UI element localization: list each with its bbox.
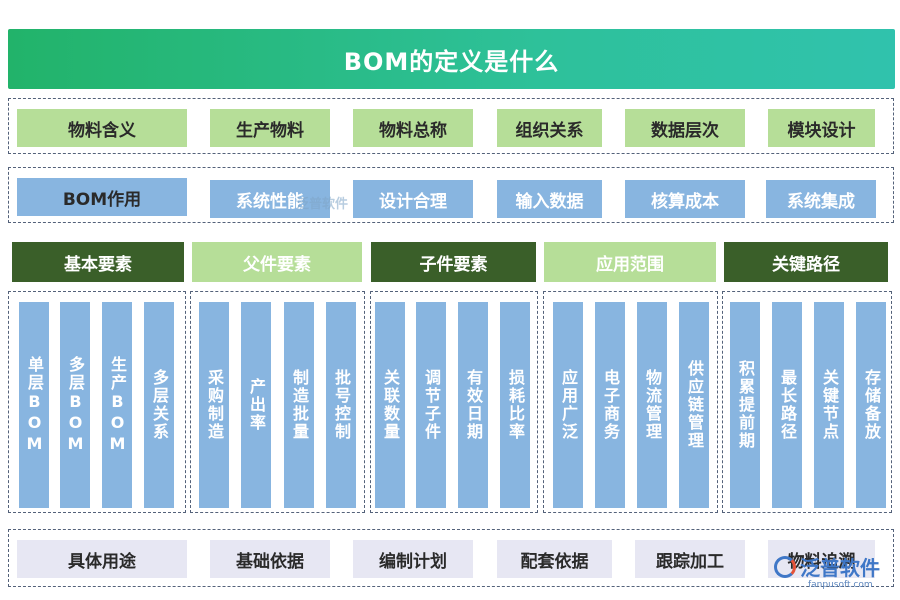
row2-item: 输入数据	[497, 180, 602, 218]
element-column: 生产BOM	[102, 302, 132, 508]
element-column: 供应链管理	[679, 302, 709, 508]
row5-item: 配套依据	[497, 540, 612, 578]
row5-head: 具体用途	[17, 540, 187, 578]
row5-item: 基础依据	[210, 540, 330, 578]
row2-item: 设计合理	[353, 180, 473, 218]
category-scope: 应用范围	[544, 242, 716, 282]
row2-item: 核算成本	[625, 180, 745, 218]
logo-icon	[774, 555, 796, 578]
row1-head: 物料含义	[17, 109, 187, 147]
group-parent	[190, 291, 365, 513]
element-column: 采购制造	[199, 302, 229, 508]
element-column: 物流管理	[637, 302, 667, 508]
group-child	[370, 291, 538, 513]
row-material-meaning	[8, 98, 894, 154]
element-column: 关键节点	[814, 302, 844, 508]
element-column: 产出率	[241, 302, 271, 508]
watermark-url: fanpusoft.com	[808, 580, 873, 590]
row5-item: 编制计划	[353, 540, 473, 578]
row1-item: 物料总称	[353, 109, 473, 147]
row2-item: 系统性能	[210, 180, 330, 218]
element-column: 单层BOM	[19, 302, 49, 508]
category-child: 子件要素	[371, 242, 536, 282]
row1-item: 数据层次	[625, 109, 745, 147]
element-column: 关联数量	[375, 302, 405, 508]
row5-item: 跟踪加工	[635, 540, 745, 578]
row2-item: 系统集成	[766, 180, 876, 218]
element-column: 有效日期	[458, 302, 488, 508]
element-column: 多层BOM	[60, 302, 90, 508]
category-parent: 父件要素	[192, 242, 362, 282]
group-key-path	[722, 291, 892, 513]
element-column: 应用广泛	[553, 302, 583, 508]
element-column: 批号控制	[326, 302, 356, 508]
row2-head: BOM作用	[17, 178, 187, 216]
row-bom-function	[8, 167, 894, 223]
category-key-path: 关键路径	[724, 242, 888, 282]
row-specific-use	[8, 529, 894, 587]
element-column: 电子商务	[595, 302, 625, 508]
row1-item: 模块设计	[768, 109, 875, 147]
row1-item: 生产物料	[210, 109, 330, 147]
watermark-brand: 泛普软件	[296, 197, 349, 212]
element-column: 调节子件	[416, 302, 446, 508]
row1-item: 组织关系	[497, 109, 602, 147]
element-column: 存储备放	[856, 302, 886, 508]
group-scope	[543, 291, 718, 513]
logo-text: 泛普软件	[800, 556, 880, 580]
element-column: 损耗比率	[500, 302, 530, 508]
element-column: 最长路径	[772, 302, 802, 508]
brand-logo: 泛普软件	[774, 552, 880, 581]
element-column: 多层关系	[144, 302, 174, 508]
group-basic	[8, 291, 186, 513]
category-basic: 基本要素	[12, 242, 184, 282]
element-column: 积累提前期	[730, 302, 760, 508]
element-column: 制造批量	[284, 302, 314, 508]
page-title: BOM的定义是什么	[8, 29, 895, 89]
